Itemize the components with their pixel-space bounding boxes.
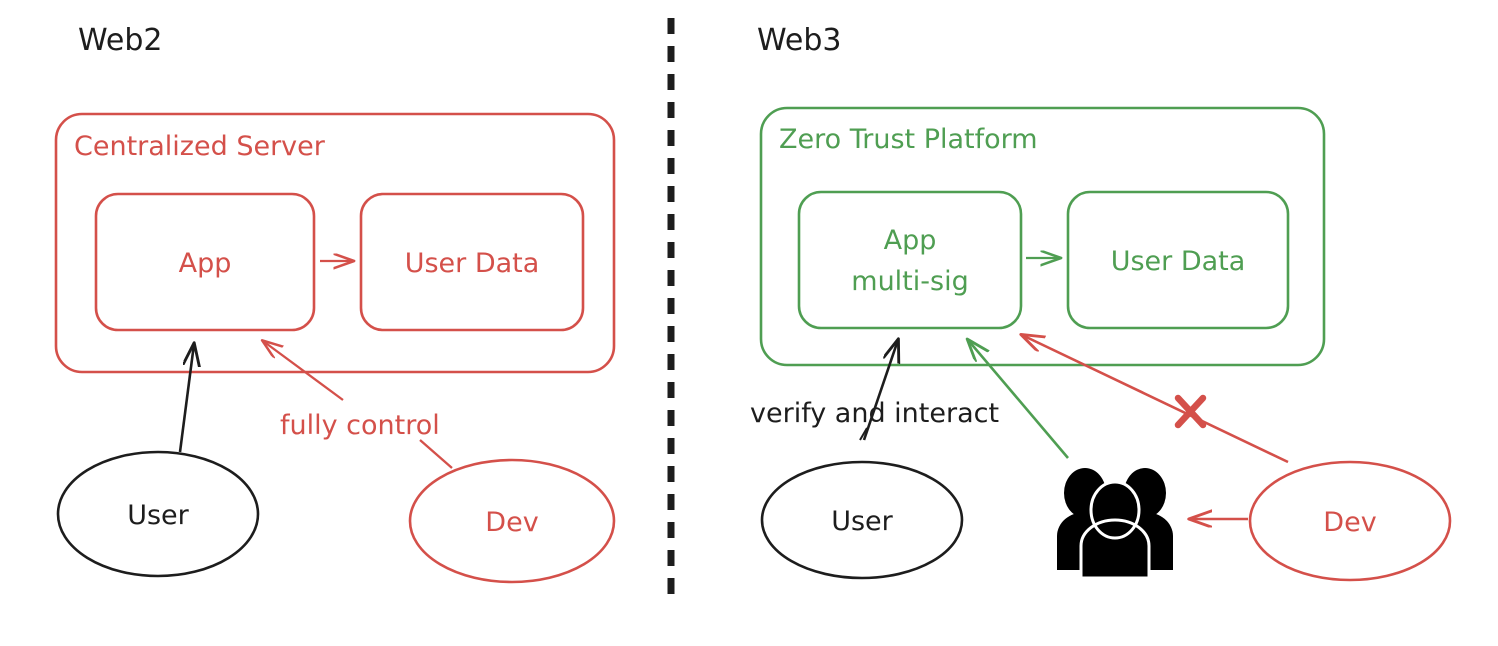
actor-user-right-label: User — [831, 506, 893, 537]
actor-user-left-label: User — [127, 500, 189, 531]
actor-user-left — [56, 450, 260, 578]
edge-user-leader-right — [859, 427, 868, 441]
page-title-right: Web3 — [757, 23, 842, 58]
group-box-centralized-server — [54, 112, 616, 374]
group-label-centralized-server: Centralized Server — [74, 131, 326, 162]
edge-people-to-app-right — [968, 340, 1069, 459]
actor-dev-right — [1248, 460, 1452, 582]
edge-dev-to-label-left — [419, 439, 453, 469]
annotation-verify-and-interact: verify and interact — [750, 398, 999, 429]
actor-dev-left — [408, 458, 616, 584]
annotation-fully-control: fully control — [280, 410, 440, 441]
actor-dev-left-label: Dev — [485, 507, 538, 538]
edge-user-to-app-left — [178, 344, 194, 453]
blocked-x-icon — [1174, 394, 1207, 429]
box-user-data-left-label: User Data — [405, 248, 540, 279]
box-user-data-right — [1066, 190, 1290, 330]
box-user-data-left — [359, 192, 585, 332]
actor-dev-right-label: Dev — [1323, 507, 1376, 538]
box-app-right — [797, 190, 1023, 330]
box-user-data-right-label: User Data — [1111, 246, 1246, 277]
box-app-left — [94, 192, 316, 332]
edge-user-to-app-right — [862, 340, 898, 441]
actor-user-right — [760, 460, 964, 580]
box-app-right-label-line2: multi-sig — [851, 266, 968, 297]
box-app-right-label-line1: App — [884, 225, 937, 256]
group-box-zero-trust-platform — [759, 106, 1326, 367]
people-group-icon — [1057, 468, 1173, 580]
box-app-left-label: App — [179, 248, 232, 279]
group-label-zero-trust-platform: Zero Trust Platform — [779, 124, 1038, 155]
edge-dev-to-app-right-blocked — [1022, 335, 1289, 464]
page-title-left: Web2 — [78, 23, 163, 58]
edge-label-to-app-left — [263, 341, 344, 401]
